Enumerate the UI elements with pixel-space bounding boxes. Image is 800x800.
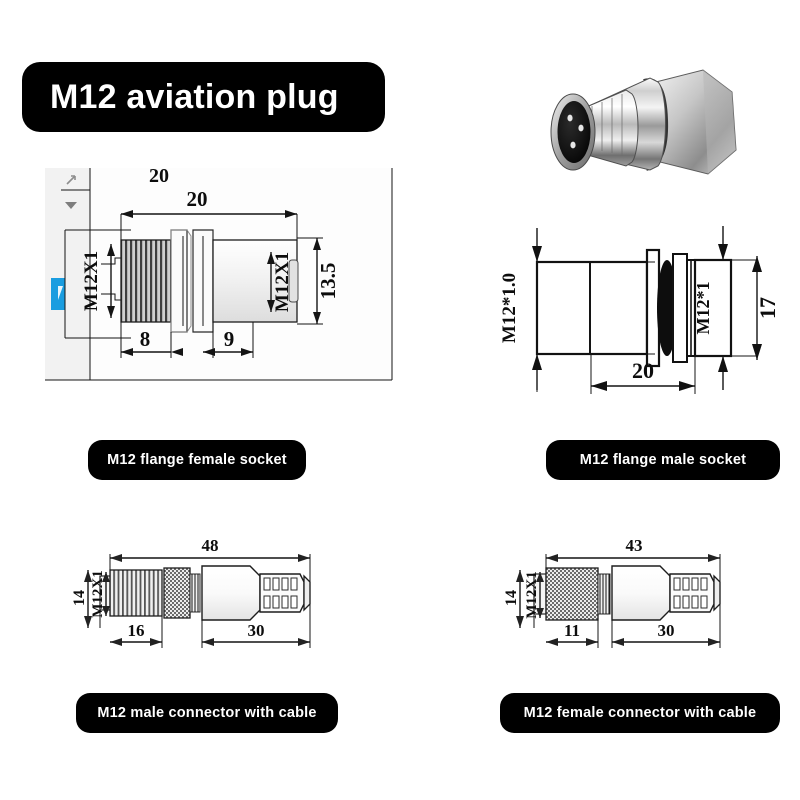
dimension-8-label: 8 bbox=[140, 327, 151, 351]
dimension-13point5-label: 13.5 bbox=[316, 263, 340, 300]
dimension-30-label: 30 bbox=[658, 621, 675, 640]
dimension-9-label: 9 bbox=[224, 327, 235, 351]
flange-female-socket-svg: 20 bbox=[45, 165, 393, 381]
main-body bbox=[611, 565, 671, 621]
dimension-m12x1-label: M12*1 bbox=[693, 282, 713, 335]
dimension-segment-b: 30 bbox=[612, 621, 720, 646]
dimension-m12x1-label: M12X1 bbox=[90, 570, 106, 618]
main-body bbox=[201, 565, 261, 621]
caption-flange-male-socket-text: M12 flange male socket bbox=[579, 451, 747, 468]
ui-artifact-chevron-up-icon bbox=[66, 175, 76, 185]
caption-female-connector-cable-text: M12 female connector with cable bbox=[523, 704, 757, 721]
page-title-text: M12 aviation plug bbox=[50, 78, 339, 116]
caption-male-connector-cable-text: M12 male connector with cable bbox=[97, 704, 317, 721]
knurled-nut bbox=[163, 567, 191, 619]
photo-insulator-face bbox=[557, 101, 591, 163]
dimension-m12x1-label: M12X1 bbox=[524, 571, 540, 619]
flange-male-socket-svg: M12*1.0 M12*1 17 20 bbox=[499, 226, 780, 394]
dimension-overall-length: 43 bbox=[546, 536, 720, 562]
dimension-segment-b: 30 bbox=[202, 621, 310, 646]
drawing-male-connector-cable: 48 14 M12X1 16 bbox=[71, 532, 333, 667]
caption-male-connector-cable: M12 male connector with cable bbox=[76, 693, 338, 733]
dimension-segment-a: 16 bbox=[110, 621, 162, 646]
dimension-overall-length: 48 bbox=[110, 536, 310, 562]
caption-flange-female-socket: M12 flange female socket bbox=[88, 440, 306, 480]
dimension-m12x1-right-label: M12X1 bbox=[272, 252, 293, 312]
connector-body bbox=[101, 229, 299, 333]
dimension-thread-left: M12X1 bbox=[81, 244, 115, 318]
dimension-diameter: 14 bbox=[503, 570, 524, 628]
knurled-nut bbox=[545, 567, 599, 621]
dimension-14-label: 14 bbox=[503, 590, 520, 606]
dimension-segment-a: 8 bbox=[120, 322, 183, 358]
ui-artifact-blue-glyph bbox=[58, 286, 63, 300]
cable-exit bbox=[303, 574, 311, 612]
ribbed-collar bbox=[189, 573, 201, 613]
threaded-barrel bbox=[120, 239, 172, 323]
dimension-body-height: 13.5 bbox=[297, 237, 340, 325]
cable-exit bbox=[713, 574, 721, 612]
dimension-diameter: 14 bbox=[71, 570, 92, 628]
dimension-43-label: 43 bbox=[626, 536, 643, 555]
dimension-48-label: 48 bbox=[202, 536, 219, 555]
photo-pins bbox=[567, 114, 584, 149]
dimension-16-label: 16 bbox=[128, 621, 145, 640]
dimension-overall-length: 20 bbox=[120, 187, 298, 240]
dimension-thread-right: M12*1 bbox=[693, 226, 728, 390]
dimension-barrel-length: 20 bbox=[591, 358, 695, 391]
male-connector-cable-svg: 48 14 M12X1 16 bbox=[71, 536, 311, 648]
caption-flange-female-socket-text: M12 flange female socket bbox=[107, 451, 287, 468]
product-photo-m12-male-socket bbox=[540, 48, 770, 228]
ribbed-collar bbox=[597, 573, 611, 615]
product-photo-svg bbox=[550, 69, 737, 175]
photo-hex-flange bbox=[647, 69, 737, 175]
dimension-thread-right: M12X1 bbox=[267, 252, 293, 312]
dimension-m12x1-left-label: M12X1 bbox=[81, 251, 102, 311]
drawing-female-connector-cable: 43 14 M12X1 11 bbox=[498, 532, 753, 667]
dimension-flange-height: 17 bbox=[752, 256, 780, 360]
dimension-14-label: 14 bbox=[71, 590, 88, 606]
dimension-thread-left: M12*1.0 bbox=[499, 228, 542, 390]
threaded-section bbox=[109, 569, 163, 617]
dimension-30-label: 30 bbox=[248, 621, 265, 640]
caption-female-connector-cable: M12 female connector with cable bbox=[500, 693, 780, 733]
dimension-m12x1point0-label: M12*1.0 bbox=[499, 273, 520, 343]
dimension-thread: M12X1 bbox=[90, 570, 110, 618]
drawing-flange-male-socket: M12*1.0 M12*1 17 20 bbox=[495, 212, 790, 417]
dimension-17-label: 17 bbox=[755, 297, 780, 319]
dimension-11-label: 11 bbox=[564, 621, 580, 640]
caption-flange-male-socket: M12 flange male socket bbox=[546, 440, 780, 480]
strain-relief-slots bbox=[263, 577, 298, 609]
drawing-flange-female-socket: 20 bbox=[45, 165, 410, 396]
dimension-20-label: 20 bbox=[632, 358, 654, 383]
dimension-thread: M12X1 bbox=[524, 571, 544, 619]
page-title: M12 aviation plug bbox=[22, 62, 385, 132]
dimension-segment-a: 11 bbox=[546, 621, 598, 646]
dimension-20-label: 20 bbox=[187, 187, 208, 211]
rear-housing bbox=[212, 239, 298, 323]
ghost-dimension-20: 20 bbox=[149, 165, 169, 187]
female-connector-cable-svg: 43 14 M12X1 11 bbox=[503, 536, 721, 648]
dimension-segment-b: 9 bbox=[203, 322, 254, 358]
ui-artifact-chevron-down-icon bbox=[65, 202, 77, 209]
strain-relief-slots bbox=[673, 577, 708, 609]
